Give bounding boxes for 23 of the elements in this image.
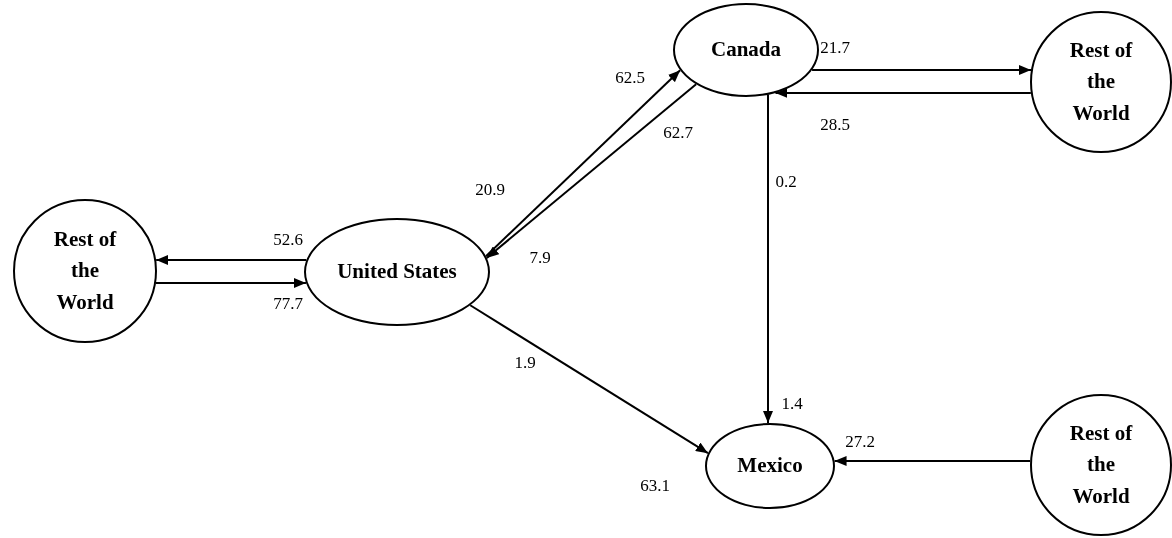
flow-value: 20.9 bbox=[475, 180, 505, 200]
country-name: Mexico bbox=[737, 452, 803, 480]
flow-value: 1.9 bbox=[514, 353, 536, 373]
country-name: Rest of the World bbox=[52, 225, 118, 316]
flow-value: 28.5 bbox=[820, 115, 850, 135]
flow-value: 63.1 bbox=[640, 476, 670, 496]
flow-value: 27.2 bbox=[845, 432, 875, 452]
country-name: Rest of the World bbox=[1068, 419, 1134, 510]
arrow bbox=[469, 304, 709, 455]
flow-value: 0.2 bbox=[775, 172, 797, 192]
flow-value: 62.7 bbox=[663, 123, 693, 143]
flow-value: 62.5 bbox=[615, 68, 645, 88]
arrow bbox=[833, 456, 1032, 466]
flow-value: 52.6 bbox=[273, 230, 303, 250]
flow-value: 1.4 bbox=[781, 394, 803, 414]
arrow bbox=[774, 88, 1032, 98]
flow-value: 77.7 bbox=[273, 294, 303, 314]
country-name: Rest of the World bbox=[1068, 36, 1134, 127]
flow-value: 21.7 bbox=[820, 38, 850, 58]
arrow bbox=[155, 278, 307, 288]
flow-value: 7.9 bbox=[529, 248, 551, 268]
country-name: Canada bbox=[711, 36, 781, 64]
country-name: United States bbox=[337, 258, 457, 286]
